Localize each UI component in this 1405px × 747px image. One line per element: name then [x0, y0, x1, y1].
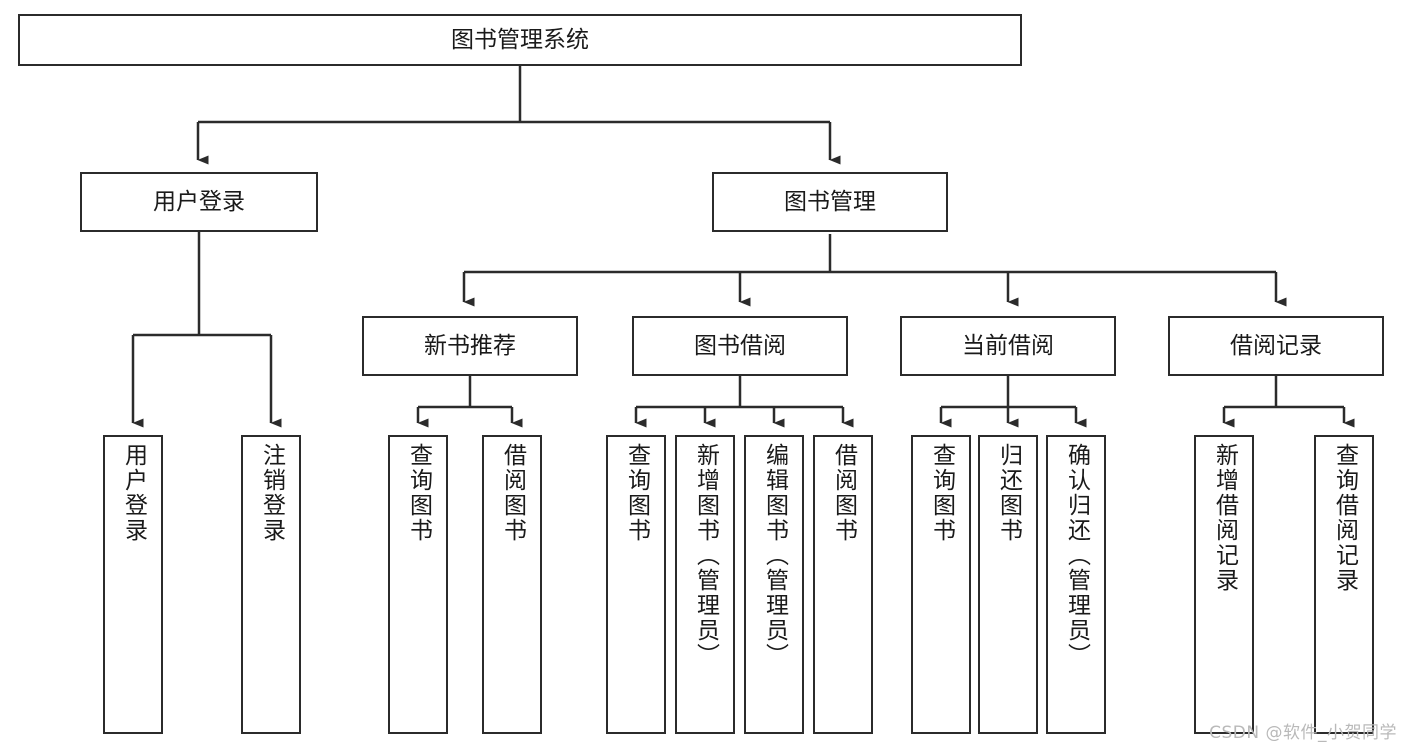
node-borrow-record-label: 借阅记录 [1230, 332, 1322, 359]
leaf-query-book-current[interactable]: 查询图书 [911, 435, 971, 734]
watermark-text: CSDN @软件_小贺同学 [1209, 723, 1397, 743]
leaf-logout-label: 注销登录 [258, 443, 285, 543]
node-new-book-recommend[interactable]: 新书推荐 [362, 316, 578, 376]
leaf-user-login[interactable]: 用户登录 [103, 435, 163, 734]
leaf-query-book-current-label: 查询图书 [928, 443, 955, 543]
leaf-edit-book-admin[interactable]: 编辑图书（管理员） [744, 435, 804, 734]
leaf-query-book-borrow[interactable]: 查询图书 [606, 435, 666, 734]
node-root[interactable]: 图书管理系统 [18, 14, 1022, 66]
leaf-confirm-return-admin-label: 确认归还（管理员） [1063, 443, 1090, 668]
leaf-query-book-borrow-label: 查询图书 [623, 443, 650, 543]
leaf-borrow-book[interactable]: 借阅图书 [813, 435, 873, 734]
leaf-add-book-admin-label: 新增图书（管理员） [692, 443, 719, 668]
leaf-add-borrow-record-label: 新增借阅记录 [1211, 443, 1238, 593]
node-user-login[interactable]: 用户登录 [80, 172, 318, 232]
leaf-query-borrow-record-label: 查询借阅记录 [1331, 443, 1358, 593]
node-current-borrow[interactable]: 当前借阅 [900, 316, 1116, 376]
node-book-management-label: 图书管理 [784, 188, 876, 215]
leaf-user-login-label: 用户登录 [120, 443, 147, 543]
leaf-query-book-recommend-label: 查询图书 [405, 443, 432, 543]
leaf-edit-book-admin-label: 编辑图书（管理员） [761, 443, 788, 668]
node-root-label: 图书管理系统 [451, 26, 589, 53]
leaf-borrow-book-label: 借阅图书 [830, 443, 857, 543]
node-current-borrow-label: 当前借阅 [962, 332, 1054, 359]
leaf-borrow-book-recommend-label: 借阅图书 [499, 443, 526, 543]
node-book-borrow[interactable]: 图书借阅 [632, 316, 848, 376]
leaf-return-book[interactable]: 归还图书 [978, 435, 1038, 734]
leaf-add-borrow-record[interactable]: 新增借阅记录 [1194, 435, 1254, 734]
node-borrow-record[interactable]: 借阅记录 [1168, 316, 1384, 376]
leaf-borrow-book-recommend[interactable]: 借阅图书 [482, 435, 542, 734]
node-new-book-recommend-label: 新书推荐 [424, 332, 516, 359]
leaf-query-borrow-record[interactable]: 查询借阅记录 [1314, 435, 1374, 734]
leaf-logout[interactable]: 注销登录 [241, 435, 301, 734]
node-book-borrow-label: 图书借阅 [694, 332, 786, 359]
leaf-query-book-recommend[interactable]: 查询图书 [388, 435, 448, 734]
node-user-login-label: 用户登录 [153, 188, 245, 215]
leaf-add-book-admin[interactable]: 新增图书（管理员） [675, 435, 735, 734]
leaf-return-book-label: 归还图书 [995, 443, 1022, 543]
node-book-management[interactable]: 图书管理 [712, 172, 948, 232]
leaf-confirm-return-admin[interactable]: 确认归还（管理员） [1046, 435, 1106, 734]
